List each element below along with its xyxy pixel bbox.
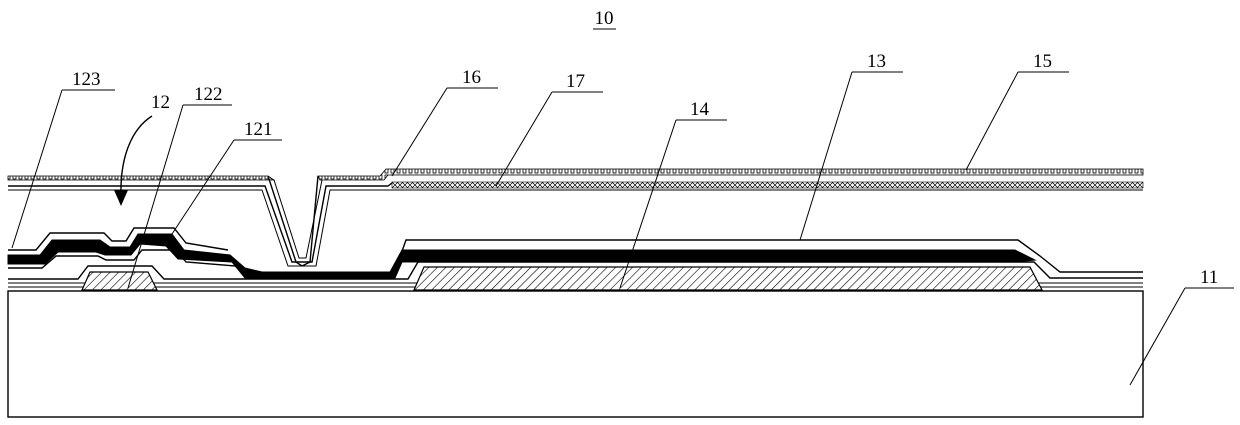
label-12: 12 <box>151 92 170 113</box>
label-14: 14 <box>690 99 710 120</box>
via-hole-wall <box>268 176 318 266</box>
arrow-12 <box>121 116 152 196</box>
layer-15-top-right <box>318 169 1143 180</box>
electrode-14 <box>414 267 1042 290</box>
figure-number: 10 <box>595 8 614 29</box>
label-17: 17 <box>566 71 585 92</box>
label-13: 13 <box>867 51 886 72</box>
gate-electrode-122 <box>82 272 157 290</box>
arrow-12-head <box>114 190 128 206</box>
label-123: 123 <box>72 69 101 90</box>
leader-lines <box>12 72 1234 385</box>
label-121: 121 <box>244 119 273 140</box>
layer-17-band <box>392 182 1143 188</box>
label-11: 11 <box>1200 267 1218 288</box>
label-122: 122 <box>194 84 223 105</box>
label-16: 16 <box>462 67 481 88</box>
label-15: 15 <box>1033 51 1052 72</box>
substrate-11 <box>8 291 1143 417</box>
layer-15-top <box>8 176 274 180</box>
